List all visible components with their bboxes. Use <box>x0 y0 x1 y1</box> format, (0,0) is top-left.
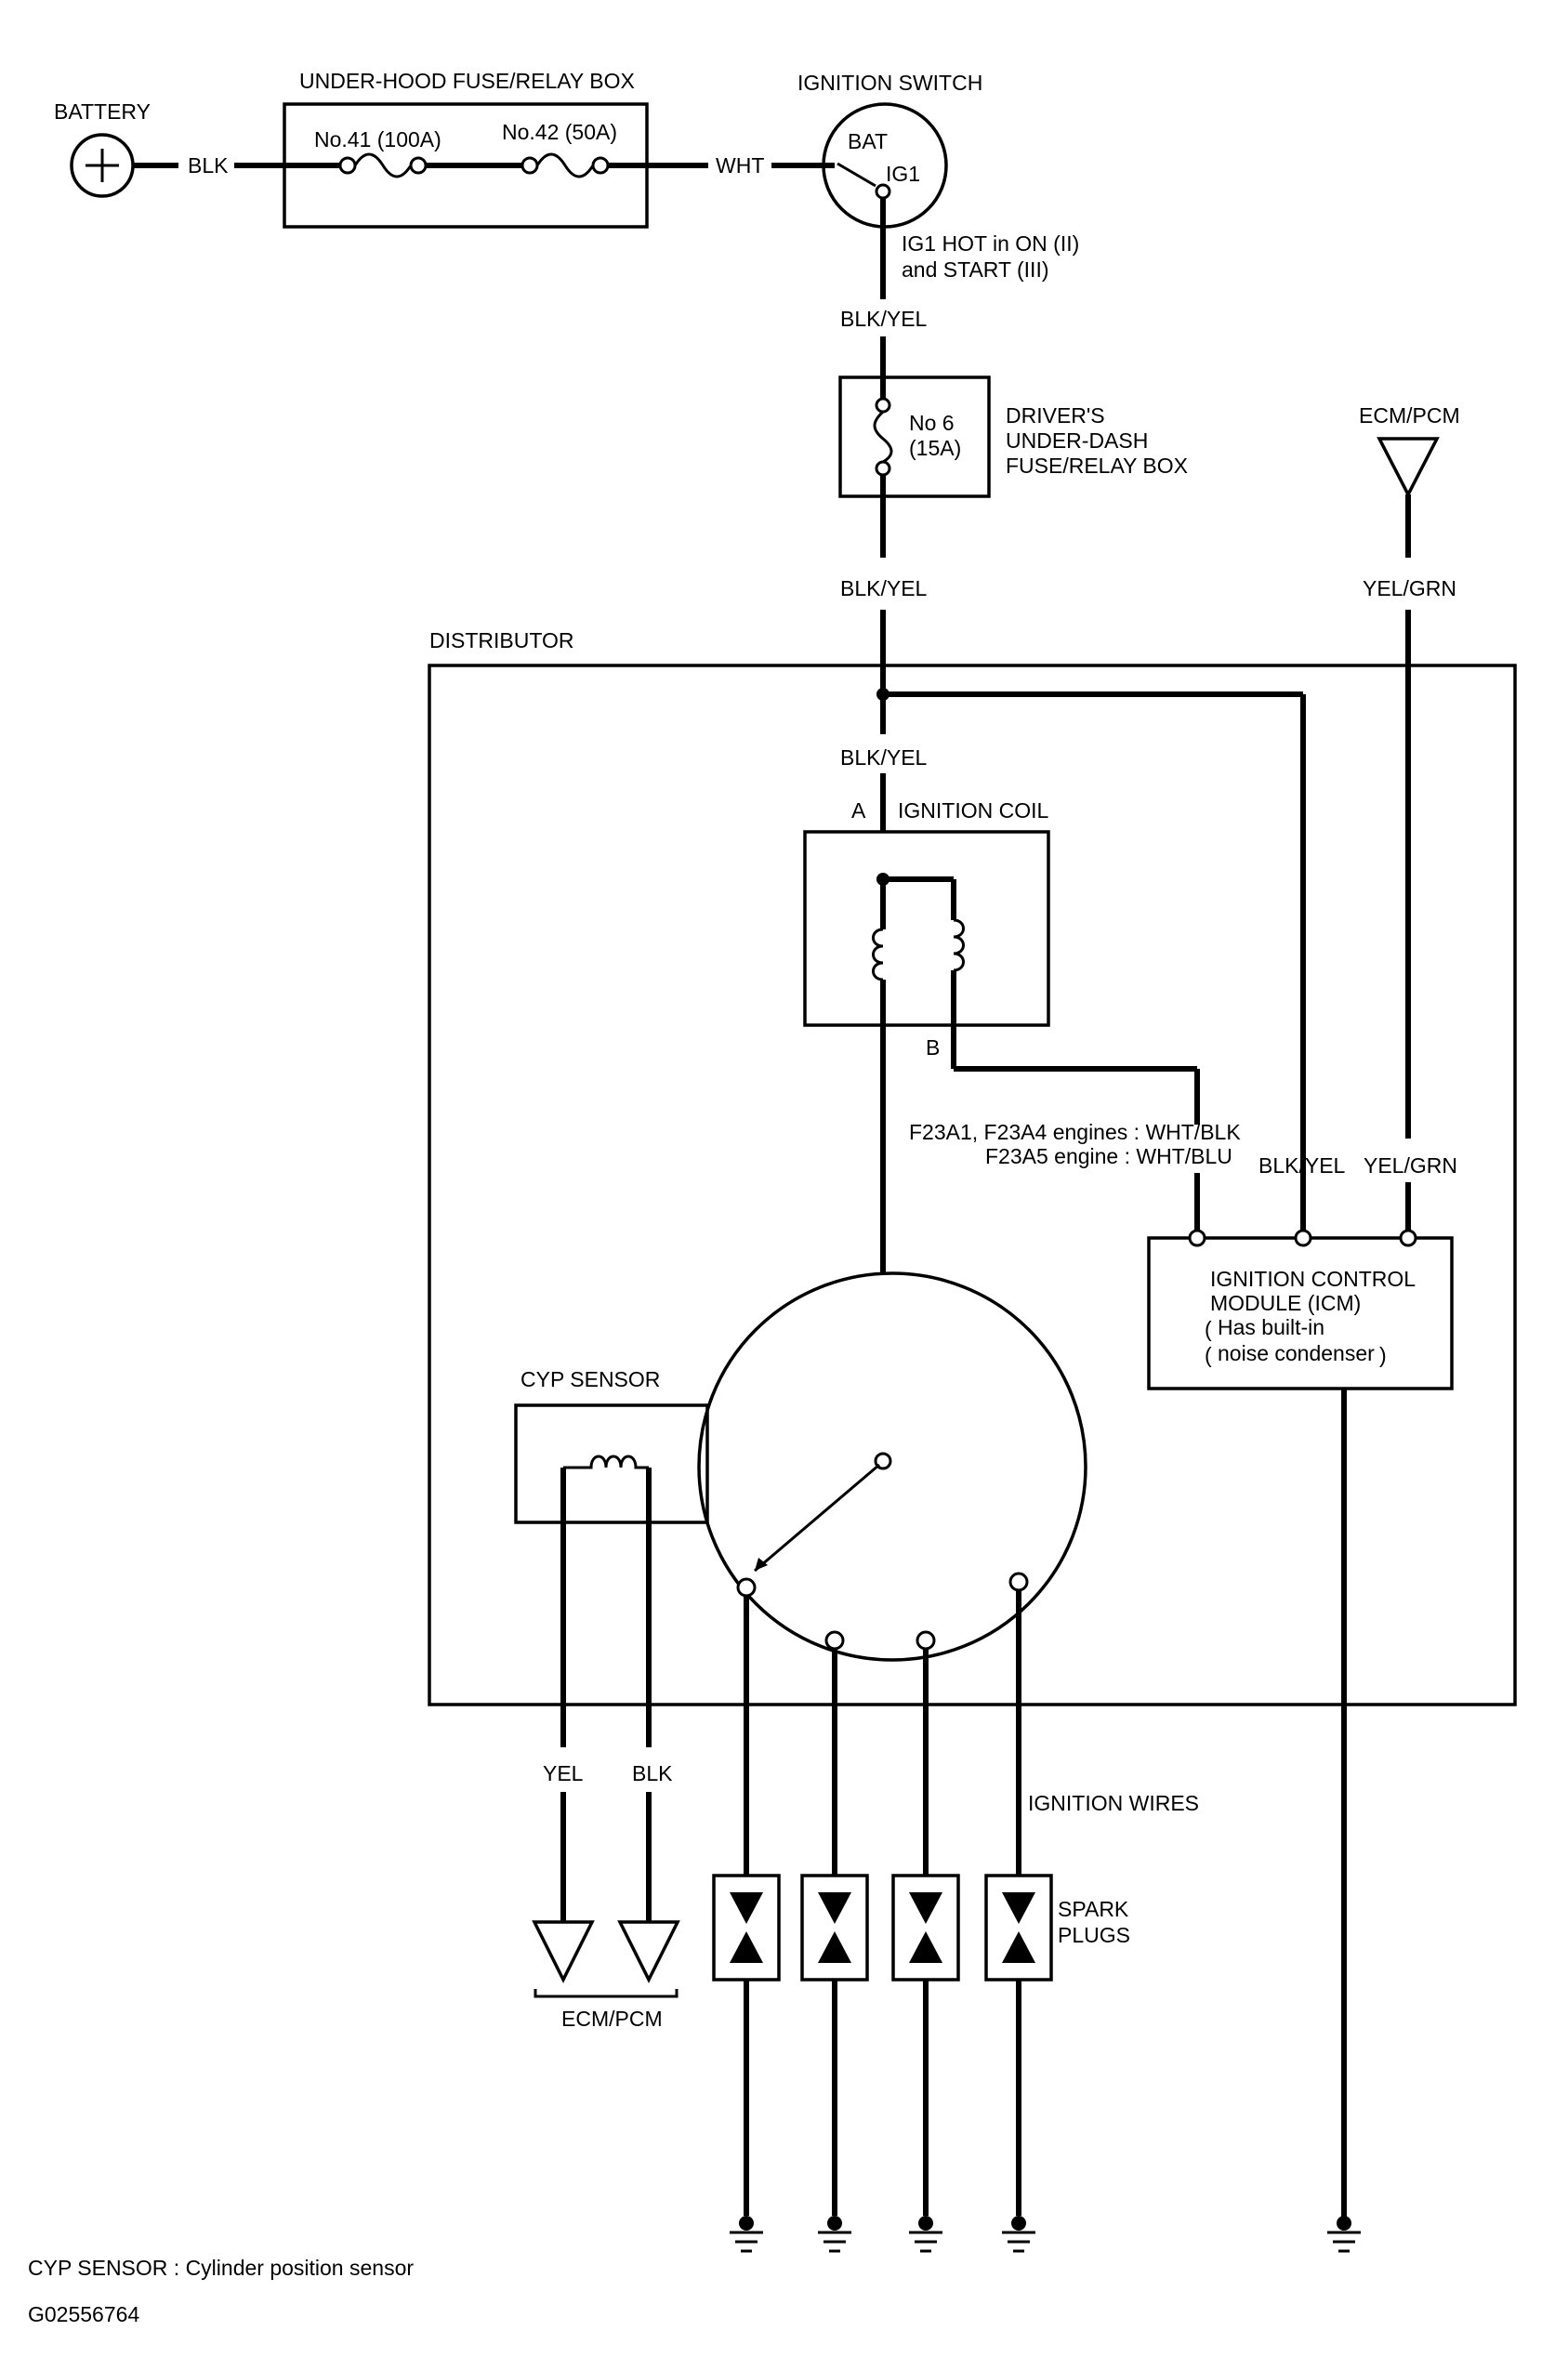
wire-label-yel-grn-2: YEL/GRN <box>1364 1153 1457 1178</box>
icm-label-line2: MODULE (ICM) <box>1210 1291 1361 1315</box>
ecm-pcm-top: ECM/PCM <box>1359 403 1460 498</box>
icm-label-line1: IGNITION CONTROL <box>1210 1267 1416 1291</box>
cyp-sensor-label: CYP SENSOR <box>520 1367 660 1391</box>
fuse-no6-rating: (15A) <box>909 436 961 460</box>
fuse-41-icon <box>353 152 413 178</box>
ecm-pcm-bottom-symbol-2 <box>617 1920 680 1983</box>
spark-plug-1 <box>712 1596 781 2216</box>
fuse-41-label: No.41 (100A) <box>314 127 441 151</box>
distributor-rotor <box>754 1463 880 1573</box>
ground-icon <box>1002 2216 1035 2253</box>
distributor-label: DISTRIBUTOR <box>429 628 573 652</box>
spark-plug-3 <box>891 1649 960 2216</box>
wire-label-wht: WHT <box>716 153 764 178</box>
cyp-sensor-coil-icon <box>563 1455 649 1469</box>
cyp-sensor-frame <box>514 1403 709 1524</box>
ground-icon <box>730 2216 763 2253</box>
engines-note-line1: F23A1, F23A4 engines : WHT/BLK <box>909 1120 1241 1144</box>
ecm-pcm-top-label: ECM/PCM <box>1359 403 1460 428</box>
icm-label-line3: Has built-in <box>1218 1315 1324 1339</box>
ignition-coil-frame <box>803 830 1050 1027</box>
cyp-sensor: CYP SENSOR <box>514 1367 709 1747</box>
svg-text:(: ( <box>1205 1317 1212 1341</box>
dash-box-label-line3: FUSE/RELAY BOX <box>1006 454 1188 478</box>
wire-label-yel: YEL <box>543 1761 584 1785</box>
wire-label-blk-yel-3: BLK/YEL <box>840 745 928 770</box>
coil-terminal-a-label: A <box>851 798 866 823</box>
ecm-pcm-bottom-label: ECM/PCM <box>561 2007 663 2031</box>
wire-label-blk-yel-4: BLK/YEL <box>1258 1153 1346 1178</box>
svg-text:): ) <box>1379 1343 1387 1367</box>
dash-box-label-line2: UNDER-DASH <box>1006 428 1148 453</box>
ignition-wires-label: IGNITION WIRES <box>1028 1791 1199 1815</box>
distributor-cap <box>697 1271 1087 1662</box>
ground-icon <box>1327 2216 1361 2253</box>
distributor-cap-body <box>697 1271 1087 1662</box>
ecm-pcm-bracket <box>534 1989 679 1998</box>
under-dash-box-frame <box>838 375 991 498</box>
switch-bat-label: BAT <box>848 129 888 153</box>
ignition-coil: A IGNITION COIL <box>803 798 1050 1027</box>
under-dash-fuse-relay-box: No 6 (15A) DRIVER'S UNDER-DASH FUSE/RELA… <box>838 375 1188 498</box>
coil-terminal-b-label: B <box>926 1035 940 1060</box>
spark-plugs-label-line2: PLUGS <box>1058 1923 1130 1947</box>
figure-id: G02556764 <box>28 2302 139 2326</box>
footnote-cyp-sensor: CYP SENSOR : Cylinder position sensor <box>28 2256 414 2280</box>
spark-plug-4 <box>984 1590 1053 2216</box>
fuse-no6-icon <box>873 410 893 464</box>
fuse-42-icon <box>535 152 595 178</box>
battery-label: BATTERY <box>54 99 151 124</box>
icm-label-line4: noise condenser <box>1218 1341 1375 1365</box>
engines-note-line2: F23A5 engine : WHT/BLU <box>985 1144 1232 1168</box>
coil-primary-winding-icon <box>872 928 884 981</box>
distributor-frame <box>428 664 1517 1706</box>
ecm-pcm-top-symbol <box>1377 437 1440 498</box>
wire-label-blk: BLK <box>188 153 229 178</box>
ground-icon <box>818 2216 851 2253</box>
wire-label-blk-cyp: BLK <box>632 1761 673 1785</box>
svg-text:(: ( <box>1205 1343 1212 1367</box>
ecm-pcm-bottom: ECM/PCM <box>532 1920 680 2031</box>
under-hood-box-label: UNDER-HOOD FUSE/RELAY BOX <box>299 69 635 93</box>
ignition-coil-label: IGNITION COIL <box>898 798 1049 823</box>
ignition-switch: IGNITION SWITCH BAT IG1 <box>797 71 982 229</box>
ig1-hot-note-line2: and START (III) <box>902 257 1049 282</box>
battery: BATTERY <box>54 99 151 198</box>
ignition-switch-label: IGNITION SWITCH <box>797 71 982 95</box>
spark-plugs-label-line1: SPARK <box>1058 1897 1129 1921</box>
ecm-pcm-bottom-symbol-1 <box>532 1920 595 1983</box>
wire-label-yel-grn-1: YEL/GRN <box>1363 576 1456 600</box>
switch-ig1-label: IG1 <box>886 162 920 186</box>
ignition-control-module: IGNITION CONTROL MODULE (ICM) ( Has buil… <box>1147 1229 1454 1390</box>
dash-box-label-line1: DRIVER'S <box>1006 403 1105 428</box>
fuse-42-label: No.42 (50A) <box>502 120 617 144</box>
ground-icon <box>909 2216 942 2253</box>
spark-plug-2 <box>800 1649 869 2216</box>
ig1-hot-note-line1: IG1 HOT in ON (II) <box>902 231 1079 256</box>
fuse-no6-label: No 6 <box>909 411 955 435</box>
coil-secondary-winding-icon <box>953 918 965 972</box>
under-hood-fuse-relay-box: UNDER-HOOD FUSE/RELAY BOX No.41 (100A) N… <box>283 69 649 229</box>
wire-label-blk-yel-1: BLK/YEL <box>840 307 928 331</box>
wire-label-blk-yel-2: BLK/YEL <box>840 576 928 600</box>
